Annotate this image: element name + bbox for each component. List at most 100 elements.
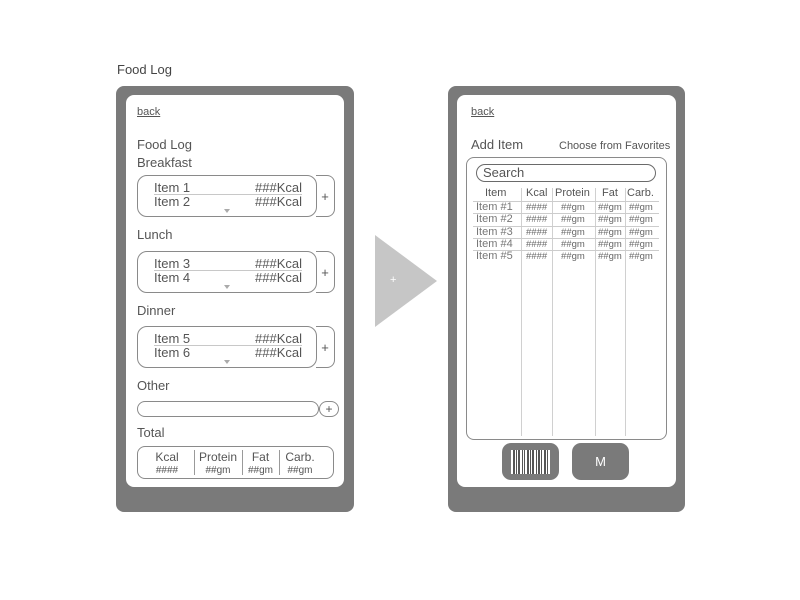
item-kcal: ###Kcal <box>255 331 302 346</box>
column-divider <box>625 188 626 436</box>
meal-label-other: Other <box>137 378 170 393</box>
row-kcal: #### <box>526 202 548 213</box>
add-dinner-button[interactable]: + <box>316 326 335 368</box>
item-name: Item 3 <box>154 256 191 271</box>
item-kcal: ###Kcal <box>255 270 302 285</box>
row-protein: ##gm <box>561 214 585 225</box>
meal-label-lunch: Lunch <box>137 227 173 242</box>
row-kcal: #### <box>526 251 548 262</box>
add-lunch-button[interactable]: + <box>316 251 335 293</box>
row-carb: ##gm <box>629 251 653 262</box>
row-protein: ##gm <box>561 239 585 250</box>
row-divider <box>473 201 659 202</box>
other-item-input[interactable] <box>137 401 319 417</box>
search-input[interactable]: Search <box>476 164 656 182</box>
row-item-name: Item #3 <box>476 226 513 238</box>
column-divider <box>552 188 553 436</box>
total-protein: Protein ##gm <box>195 450 241 476</box>
row-fat: ##gm <box>598 214 622 225</box>
item-name: Item 6 <box>154 345 191 360</box>
expand-down-icon[interactable] <box>224 285 230 289</box>
row-carb: ##gm <box>629 227 653 238</box>
row-kcal: #### <box>526 227 548 238</box>
food-list-panel: Search Item Kcal Protein Fat Carb. Item … <box>466 157 667 440</box>
total-value: ##gm <box>287 465 313 476</box>
meal-item-row: Item 5 ###Kcal <box>154 331 302 346</box>
column-divider <box>521 188 522 436</box>
row-item-name: Item #2 <box>476 213 513 225</box>
total-value: ##gm <box>205 465 231 476</box>
row-carb: ##gm <box>629 214 653 225</box>
table-header-kcal: Kcal <box>526 187 548 199</box>
transition-arrow-icon <box>375 235 437 327</box>
total-summary: Kcal #### Protein ##gm Fat ##gm Carb. ##… <box>137 446 334 479</box>
row-protein: ##gm <box>561 227 585 238</box>
meal-box-breakfast[interactable]: Item 1 ###Kcal Item 2 ###Kcal <box>137 175 317 217</box>
back-link[interactable]: back <box>137 106 161 118</box>
manual-entry-button[interactable]: M <box>572 443 629 480</box>
column-divider <box>194 450 195 475</box>
row-fat: ##gm <box>598 239 622 250</box>
row-carb: ##gm <box>629 239 653 250</box>
item-name: Item 1 <box>154 180 191 195</box>
table-header-protein: Protein <box>555 187 590 199</box>
row-fat: ##gm <box>598 202 622 213</box>
item-name: Item 2 <box>154 194 191 209</box>
row-protein: ##gm <box>561 251 585 262</box>
page-caption: Food Log <box>117 62 172 77</box>
row-fat: ##gm <box>598 227 622 238</box>
row-item-name: Item #1 <box>476 201 513 213</box>
expand-down-icon[interactable] <box>224 360 230 364</box>
table-header-fat: Fat <box>602 187 618 199</box>
screen-title: Add Item <box>471 137 524 152</box>
add-other-button[interactable]: + <box>319 401 339 417</box>
meal-box-lunch[interactable]: Item 3 ###Kcal Item 4 ###Kcal <box>137 251 317 293</box>
screen-title: Food Log <box>137 137 192 152</box>
item-name: Item 4 <box>154 270 191 285</box>
total-header: Protein <box>198 450 238 464</box>
column-divider <box>279 450 280 475</box>
food-log-phone: back Food Log Breakfast Item 1 ###Kcal I… <box>116 86 354 512</box>
total-label: Total <box>137 425 165 440</box>
meal-item-row: Item 4 ###Kcal <box>154 270 302 285</box>
back-link[interactable]: back <box>471 106 495 118</box>
item-kcal: ###Kcal <box>255 345 302 360</box>
meal-box-dinner[interactable]: Item 5 ###Kcal Item 6 ###Kcal <box>137 326 317 368</box>
total-value: #### <box>155 465 179 476</box>
row-divider <box>473 250 659 251</box>
item-name: Item 5 <box>154 331 191 346</box>
food-log-screen: back Food Log Breakfast Item 1 ###Kcal I… <box>126 95 344 487</box>
total-header: Fat <box>251 450 270 464</box>
row-divider <box>473 238 659 239</box>
meal-item-row: Item 1 ###Kcal <box>154 180 302 195</box>
meal-label-breakfast: Breakfast <box>137 155 192 170</box>
meal-item-row: Item 6 ###Kcal <box>154 345 302 360</box>
total-value: ##gm <box>247 465 273 476</box>
row-item-name: Item #4 <box>476 238 513 250</box>
item-kcal: ###Kcal <box>255 180 302 195</box>
row-kcal: #### <box>526 239 548 250</box>
table-header-item: Item <box>485 187 507 199</box>
add-item-screen: back Add Item Choose from Favorites Sear… <box>457 95 676 487</box>
row-protein: ##gm <box>561 202 585 213</box>
total-kcal: Kcal #### <box>142 450 192 476</box>
item-kcal: ###Kcal <box>255 194 302 209</box>
row-fat: ##gm <box>598 251 622 262</box>
scan-barcode-button[interactable] <box>502 443 559 480</box>
total-carb: Carb. ##gm <box>280 450 320 476</box>
choose-favorites-link[interactable]: Choose from Favorites <box>559 140 671 152</box>
meal-item-row: Item 2 ###Kcal <box>154 194 302 209</box>
add-breakfast-button[interactable]: + <box>316 175 335 217</box>
column-divider <box>595 188 596 436</box>
row-divider <box>473 226 659 227</box>
add-item-phone: back Add Item Choose from Favorites Sear… <box>448 86 685 512</box>
row-kcal: #### <box>526 214 548 225</box>
row-divider <box>473 213 659 214</box>
transition-plus-label: + <box>390 274 397 286</box>
meal-item-row: Item 3 ###Kcal <box>154 256 302 271</box>
expand-down-icon[interactable] <box>224 209 230 213</box>
total-fat: Fat ##gm <box>243 450 278 476</box>
table-header-carb: Carb. <box>627 187 654 199</box>
barcode-icon <box>511 449 550 474</box>
row-item-name: Item #5 <box>476 250 513 262</box>
